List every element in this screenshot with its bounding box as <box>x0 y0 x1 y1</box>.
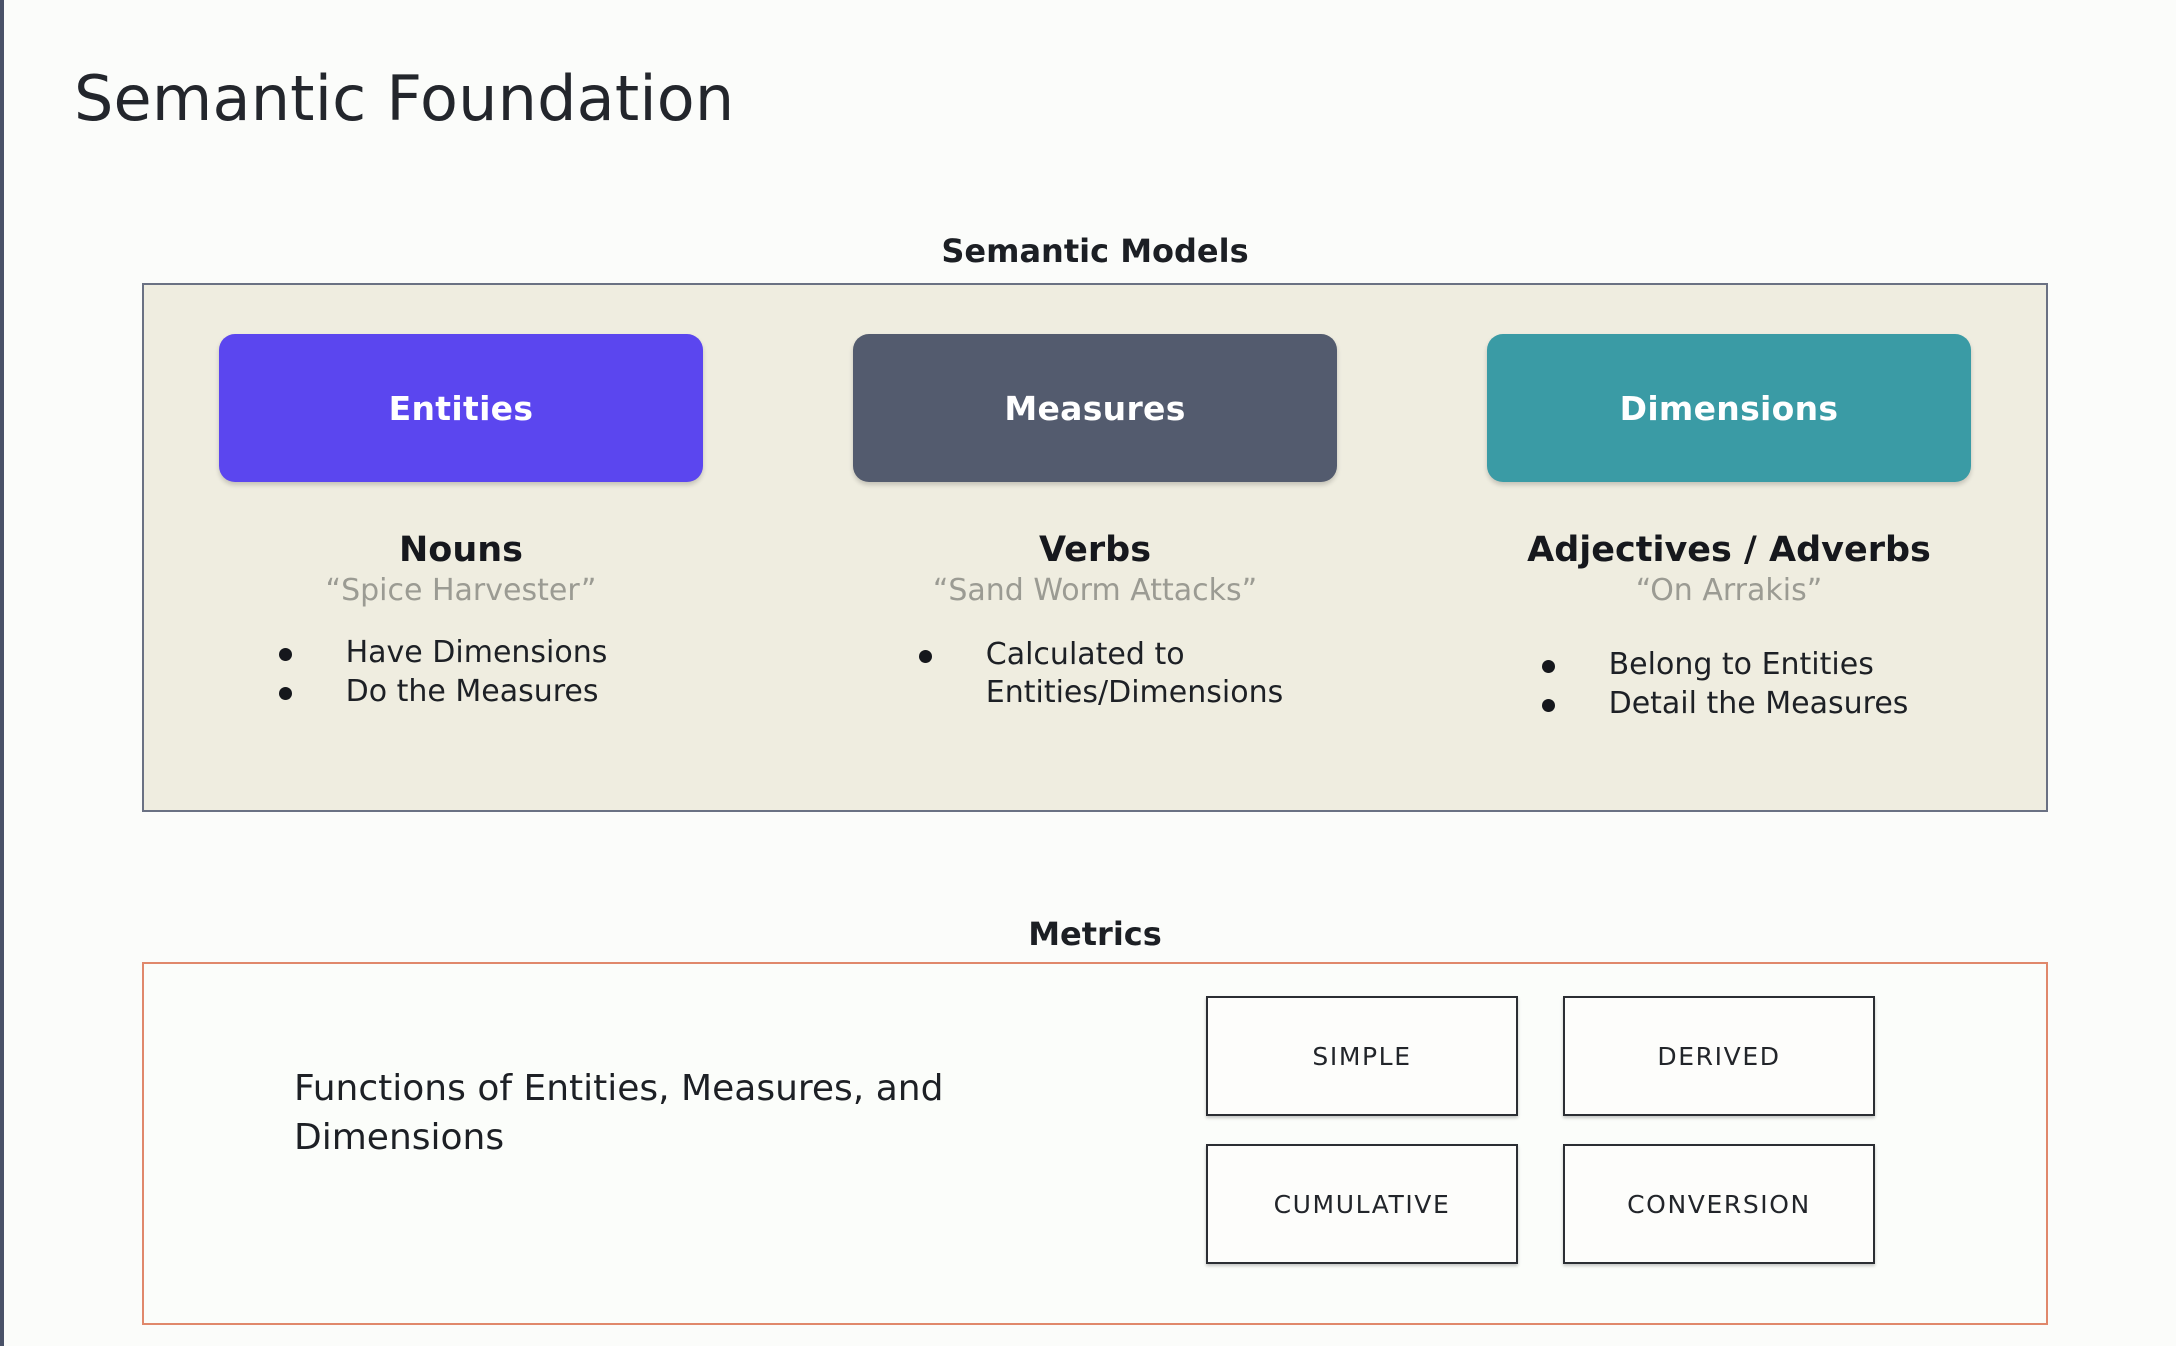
semantic-column-dimensions: Dimensions Adjectives / Adverbs “On Arra… <box>1412 285 2046 810</box>
entities-pill[interactable]: Entities <box>219 334 703 482</box>
semantic-models-panel: Entities Nouns “Spice Harvester” Have Di… <box>142 283 2048 812</box>
bullet-text: Do the Measures <box>345 674 599 710</box>
dimensions-part-of-speech: Adjectives / Adverbs <box>1527 530 1931 570</box>
semantic-models-heading: Semantic Models <box>941 232 1249 270</box>
left-edge-strip <box>0 0 4 1346</box>
metrics-panel: Functions of Entities, Measures, and Dim… <box>142 962 2048 1325</box>
metric-type-cumulative[interactable]: CUMULATIVE <box>1206 1144 1518 1264</box>
list-item: Belong to Entities <box>1541 646 1909 684</box>
entities-part-of-speech: Nouns <box>398 530 523 570</box>
metric-type-derived[interactable]: DERIVED <box>1563 996 1875 1116</box>
metrics-description: Functions of Entities, Measures, and Dim… <box>294 1068 944 1158</box>
bullet-dot-icon <box>278 647 292 661</box>
bullet-text: Detail the Measures <box>1608 686 1909 722</box>
bullet-text: Belong to Entities <box>1608 646 1874 682</box>
list-item: Detail the Measures <box>1541 685 1909 723</box>
metrics-type-grid: SIMPLE DERIVED CUMULATIVE CONVERSION <box>1206 996 1875 1264</box>
bullet-dot-icon <box>278 687 292 701</box>
bullet-text: Have Dimensions <box>345 634 608 670</box>
semantic-column-entities: Entities Nouns “Spice Harvester” Have Di… <box>144 285 778 810</box>
bullet-dot-icon <box>1541 659 1555 673</box>
measures-part-of-speech: Verbs <box>1038 530 1152 570</box>
semantic-column-measures: Measures Verbs “Sand Worm Attacks” Calcu… <box>778 285 1412 810</box>
entities-example: “Spice Harvester” <box>325 572 597 608</box>
dimensions-pill[interactable]: Dimensions <box>1487 334 1971 482</box>
list-item: Do the Measures <box>278 673 608 711</box>
entities-bullet-list: Have Dimensions Do the Measures <box>278 634 608 713</box>
dimensions-example: “On Arrakis” <box>1635 572 1823 608</box>
dimensions-bullet-list: Belong to Entities Detail the Measures <box>1541 646 1909 725</box>
measures-example: “Sand Worm Attacks” <box>932 572 1258 608</box>
metrics-heading: Metrics <box>1028 915 1162 953</box>
bullet-text: Calculated to Entities/Dimensions <box>985 636 1284 711</box>
list-item: Have Dimensions <box>278 634 608 672</box>
metric-type-conversion[interactable]: CONVERSION <box>1563 1144 1875 1264</box>
list-item: Calculated to Entities/Dimensions <box>918 636 1284 713</box>
bullet-dot-icon <box>918 649 932 663</box>
measures-bullet-list: Calculated to Entities/Dimensions <box>918 636 1284 714</box>
metric-type-simple[interactable]: SIMPLE <box>1206 996 1518 1116</box>
measures-pill[interactable]: Measures <box>853 334 1337 482</box>
semantic-models-columns: Entities Nouns “Spice Harvester” Have Di… <box>144 285 2046 810</box>
bullet-dot-icon <box>1541 699 1555 713</box>
page-title: Semantic Foundation <box>74 62 735 135</box>
